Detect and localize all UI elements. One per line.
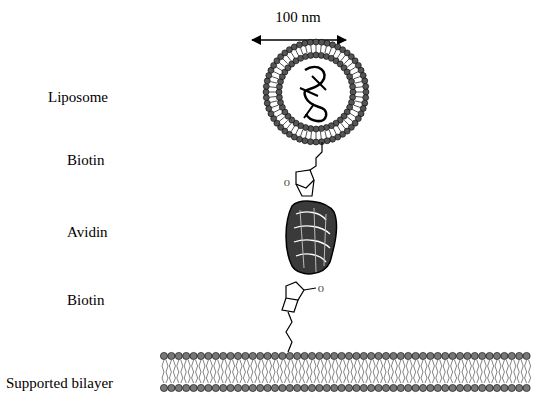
tether-top: O — [284, 142, 322, 196]
part-label: Biotin — [67, 153, 105, 168]
liposome — [263, 39, 369, 145]
svg-text:O: O — [318, 285, 324, 294]
svg-text:O: O — [284, 179, 290, 188]
encapsulated-protein — [300, 67, 326, 121]
tether-bottom: O — [282, 282, 324, 352]
part-label: Supported bilayer — [6, 376, 113, 391]
scale-label: 100 nm — [275, 10, 320, 25]
scale-arrow — [252, 39, 346, 41]
avidin — [286, 201, 337, 274]
part-label: Biotin — [67, 293, 105, 308]
part-label: Avidin — [67, 225, 108, 240]
part-label: Liposome — [48, 90, 108, 105]
supported-bilayer — [160, 352, 530, 391]
